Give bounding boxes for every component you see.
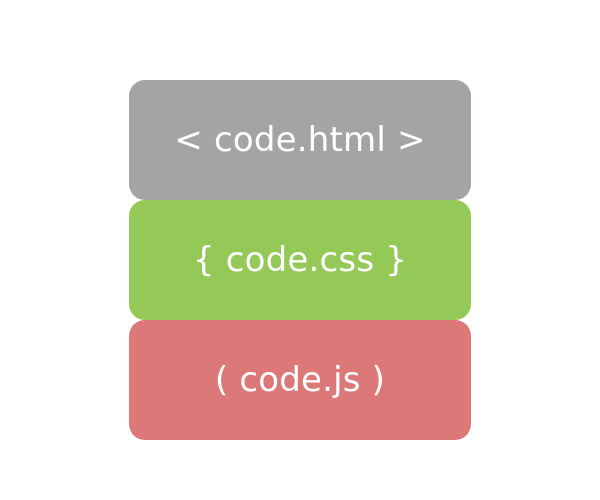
js-card-label: ( code.js ) xyxy=(214,360,386,400)
css-card: { code.css } xyxy=(129,200,471,320)
css-card-label: { code.css } xyxy=(192,240,408,280)
html-card-label: < code.html > xyxy=(174,120,426,160)
code-stack: < code.html > { code.css } ( code.js ) xyxy=(129,80,471,440)
html-card: < code.html > xyxy=(129,80,471,200)
js-card: ( code.js ) xyxy=(129,320,471,440)
